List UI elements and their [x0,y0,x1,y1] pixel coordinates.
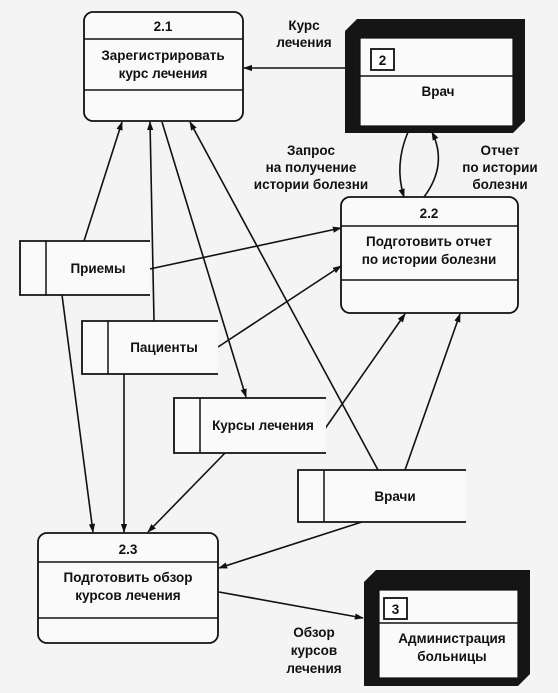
flow-label-line: лечения [286,661,341,676]
data-store-treatment-courses: Курсы лечения [173,397,326,454]
process-name-line: Подготовить отчет [366,234,492,249]
flow-appointments-to-2-3 [61,294,96,533]
process-name-line: курс лечения [119,66,208,81]
process-2-3: 2.3 Подготовить обзор курсов лечения [37,532,219,644]
flow-label-line: Отчет [481,143,520,158]
entity-id: 3 [392,602,400,617]
flow-patients-to-2-2 [217,265,342,348]
flow-label-line: Запрос [287,143,335,158]
data-store-appointments: Приемы [19,240,150,296]
entity-name: Врач [421,84,454,99]
flow-courses-to-2-3 [147,452,226,533]
flow-appointments-to-2-2 [144,226,342,271]
flow-doctors-to-2-3 [218,519,369,569]
flow-label-line: курсов [291,643,337,658]
process-id: 2.3 [119,542,138,557]
flow-label-report: Отчет по истории болезни [462,143,537,192]
flow-label-line: Обзор [293,625,335,640]
process-name-line: Подготовить обзор [64,570,193,585]
process-name-line: по истории болезни [362,252,497,267]
flow-courses-to-2-2 [321,313,406,434]
process-id: 2.2 [420,206,439,221]
flow-label-line: болезни [472,177,527,192]
store-name: Приемы [70,261,125,276]
process-2-1: 2.1 Зарегистрировать курс лечения [83,11,244,122]
flow-label-line: истории болезни [254,177,368,192]
flow-label-line: на получение [266,160,357,175]
flow-doctors-to-2-1 [189,121,379,471]
flow-2-2-to-doctor-report [423,131,440,198]
process-name-line: Зарегистрировать [101,48,224,63]
process-2-2: 2.2 Подготовить отчет по истории болезни [340,196,519,314]
flow-label-request: Запрос на получение истории болезни [254,143,368,192]
flow-label-line: лечения [276,35,331,50]
flow-patients-to-2-1 [147,121,155,322]
data-store-doctors: Врачи [297,469,466,523]
flow-label-course: Курс лечения [276,18,331,50]
data-flows [61,64,461,620]
flow-doctors-to-2-2 [404,313,461,471]
flow-doctor-to-2-2-request [398,131,409,198]
store-name: Курсы лечения [212,418,314,433]
flow-label-review: Обзор курсов лечения [286,625,341,676]
entity-name-line: больницы [417,649,486,664]
external-entity-admin: 3 Администрация больницы [364,570,530,686]
store-name: Пациенты [130,340,198,355]
entity-name-line: Администрация [398,631,505,646]
store-name: Врачи [374,489,415,504]
external-entity-doctor: 2 Врач [345,19,525,133]
flow-2-3-to-admin [218,591,364,620]
flow-label-line: по истории [462,160,537,175]
flow-2-1-to-courses [161,121,247,398]
data-store-patients: Пациенты [81,320,218,375]
entity-id: 2 [379,53,387,68]
process-name-line: курсов лечения [75,588,180,603]
process-id: 2.1 [154,19,173,34]
flow-appointments-to-2-1 [83,121,123,242]
flow-label-line: Курс [288,18,320,33]
